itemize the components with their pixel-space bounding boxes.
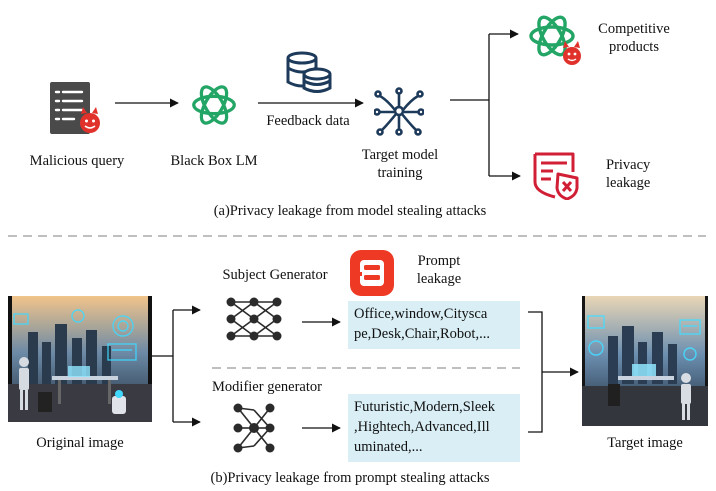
devil-emoji-icon [80,107,100,133]
competitive-line-2: products [609,39,659,55]
target-image [582,296,708,426]
competitive-products-icon [529,15,581,65]
openai-logo-icon [529,15,575,57]
document-icon [50,82,100,134]
subject-tags-line-1: Office,window,Citysca [354,306,488,322]
prompt-line-1: Prompt [417,253,461,269]
modifier-generator-label: Modifier generator [212,379,322,395]
malicious-query-label: Malicious query [29,153,125,169]
neural-circuit-icon [374,87,424,136]
competitive-products-label: Competitive products [589,20,679,56]
caption-b: (b)Privacy leakage from prompt stealing … [210,470,490,486]
privacy-leakage-label: Privacy leakage [606,156,666,192]
neural-network-icon [226,297,282,341]
merge-bracket [528,311,543,433]
privacy-line-2: leakage [606,175,651,191]
prompt-app-icon [350,250,394,296]
competitive-line-1: Competitive [598,21,670,37]
original-image-label: Original image [36,435,124,451]
target-training-line-1: Target model [361,147,439,163]
original-image [8,296,152,422]
subject-tags-line-2: pe,Desk,Chair,Robot,... [354,326,490,342]
target-training-label: Target model training [344,146,456,182]
openai-logo-icon [192,85,236,125]
privacy-line-1: Privacy [606,157,651,173]
subject-generator-label: Subject Generator [222,267,328,283]
prompt-line-2: leakage [416,271,462,287]
target-training-line-2: training [377,165,423,181]
prompt-leakage-label: Prompt leakage [404,252,474,288]
modifier-tags-line-3: uminated,... [354,439,423,455]
modifier-tags-line-2: ,Hightech,Advanced,Ill [354,419,490,435]
database-icon [286,51,332,93]
modifier-tags-box: Futuristic,Modern,Sleek ,Hightech,Advanc… [348,394,520,462]
shield-alert-icon [533,152,579,200]
caption-a: (a)Privacy leakage from model stealing a… [213,203,487,219]
black-box-lm-label: Black Box LM [170,153,258,169]
target-image-label: Target image [607,435,683,451]
feedback-data-label: Feedback data [266,113,350,129]
neural-network-icon [233,403,275,453]
devil-emoji-icon [563,41,581,65]
modifier-tags-line-1: Futuristic,Modern,Sleek [354,399,495,415]
subject-tags-box: Office,window,Citysca pe,Desk,Chair,Robo… [348,301,520,349]
